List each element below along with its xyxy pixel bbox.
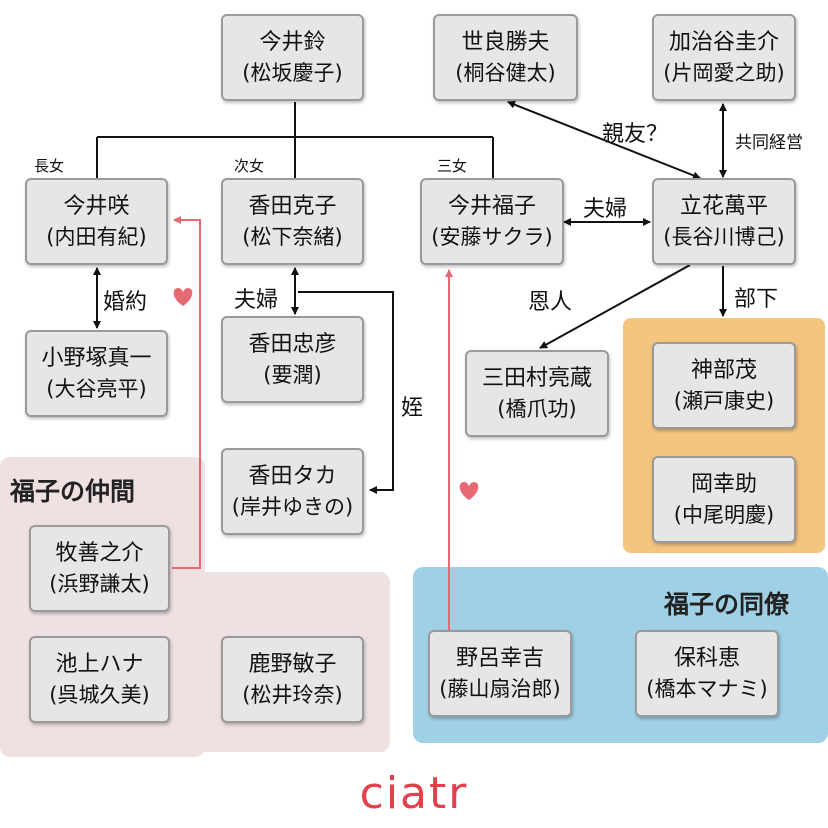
actor-name: (大谷亮平): [46, 376, 147, 401]
node-kajiya: 加治谷圭介 (片岡愛之助): [652, 14, 796, 101]
actor-name: (岸井ゆきの): [231, 494, 354, 519]
group-title-colleagues: 福子の同僚: [664, 590, 790, 619]
actor-name: (浜野謙太): [49, 571, 150, 596]
label-third-daughter: 三女: [437, 157, 468, 175]
node-oka: 岡幸助 (中尾明慶): [652, 456, 796, 543]
label-best-friend: 親友？: [602, 122, 669, 147]
node-noro: 野呂幸吉 (藤山扇治郎): [428, 630, 572, 717]
character-name: 牧善之介: [55, 540, 144, 566]
actor-name: (松坂慶子): [242, 60, 343, 85]
actor-name: (瀬戸康史): [673, 388, 775, 413]
node-mitamura: 三田村亮蔵 (橋爪功): [465, 350, 609, 437]
character-name: 今井咲: [63, 193, 130, 219]
actor-name: (松下奈緒): [242, 224, 343, 249]
actor-name: (片岡愛之助): [663, 60, 785, 85]
character-name: 加治谷圭介: [668, 29, 779, 55]
actor-name: (要潤): [263, 362, 322, 387]
node-kouda-tadahiko: 香田忠彦 (要潤): [221, 316, 364, 403]
character-name: 池上ハナ: [55, 651, 144, 677]
character-name: 野呂幸吉: [455, 645, 544, 671]
character-name: 香田忠彦: [248, 331, 337, 357]
label-co-management: 共同経営: [735, 133, 803, 153]
link-best-friend: [507, 100, 701, 180]
actor-name: (長谷川博己): [663, 224, 785, 249]
character-name: 保科恵: [673, 645, 740, 671]
label-engaged: 婚約: [103, 290, 148, 315]
character-name: 香田タカ: [248, 463, 337, 489]
actor-name: (中尾明慶): [673, 502, 775, 527]
character-name: 今井福子: [447, 193, 536, 219]
actor-name: (桐谷健太): [455, 60, 556, 85]
label-second-daughter: 次女: [234, 157, 265, 175]
node-kouda-taka: 香田タカ (岸井ゆきの): [221, 448, 364, 535]
node-maki: 牧善之介 (浜野謙太): [29, 525, 170, 612]
group-title-friends: 福子の仲間: [10, 477, 136, 506]
label-eldest-daughter: 長女: [34, 157, 65, 175]
link-niece: [298, 291, 394, 494]
node-kouda-katsuko: 香田克子 (松下奈緒): [221, 178, 364, 265]
node-kanbe: 神部茂 (瀬戸康史): [652, 342, 796, 429]
actor-name: (橋爪功): [497, 396, 577, 421]
ciatr-logo: ciatr: [359, 768, 469, 819]
node-imai-rin: 今井鈴 (松坂慶子): [221, 14, 364, 101]
label-married: 夫婦: [583, 197, 628, 222]
node-tachibana: 立花萬平 (長谷川博己): [652, 178, 796, 265]
love-line-maki: [172, 216, 201, 569]
label-subordinate: 部下: [734, 287, 779, 312]
link-benefactor: [539, 264, 691, 349]
character-name: 世良勝夫: [461, 29, 550, 55]
character-name: 小野塚真一: [41, 345, 152, 371]
character-name: 今井鈴: [259, 29, 326, 55]
character-name: 鹿野敏子: [248, 651, 337, 677]
label-niece: 姪: [401, 396, 424, 421]
actor-name: (安藤サクラ): [431, 224, 553, 249]
actor-name: (内田有紀): [46, 224, 147, 249]
node-sera: 世良勝夫 (桐谷健太): [433, 14, 578, 101]
character-name: 立花萬平: [679, 193, 768, 219]
heart-icon: [459, 482, 479, 500]
character-name: 香田克子: [248, 193, 337, 219]
node-imai-saki: 今井咲 (内田有紀): [25, 178, 168, 265]
actor-name: (呉城久美): [49, 682, 150, 707]
character-name: 神部茂: [690, 357, 757, 383]
node-ikegami: 池上ハナ (呉城久美): [29, 636, 170, 723]
label-married-katsuko: 夫婦: [234, 288, 279, 313]
actor-name: (橋本マナミ): [646, 676, 768, 701]
node-imai-fukuko: 今井福子 (安藤サクラ): [420, 178, 564, 265]
character-name: 岡幸助: [690, 471, 757, 497]
actor-name: (藤山扇治郎): [439, 676, 561, 701]
actor-name: (松井玲奈): [242, 682, 343, 707]
node-kano: 鹿野敏子 (松井玲奈): [221, 636, 364, 723]
character-name: 三田村亮蔵: [481, 365, 592, 391]
label-benefactor: 恩人: [528, 290, 573, 315]
heart-icon: [173, 288, 193, 306]
node-onozuka: 小野塚真一 (大谷亮平): [25, 330, 168, 417]
node-hoshina: 保科恵 (橋本マナミ): [635, 630, 779, 717]
